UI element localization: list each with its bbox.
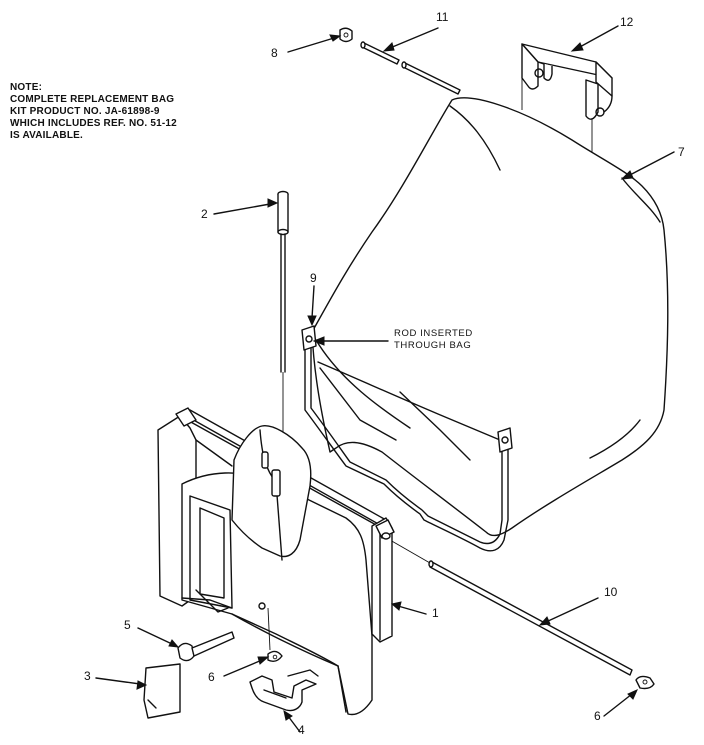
ref-label-1: 1 bbox=[432, 606, 439, 620]
hanger-bracket-part-12 bbox=[521, 43, 613, 160]
bolt-part-5 bbox=[177, 631, 235, 662]
ref-label-2: 2 bbox=[201, 207, 208, 221]
chute-adapter-part-1 bbox=[157, 407, 395, 716]
nut-part-6 bbox=[267, 650, 283, 663]
rod-inserted-callout: ROD INSERTED THROUGH BAG bbox=[394, 328, 473, 352]
note-line: COMPLETE REPLACEMENT BAG bbox=[10, 94, 175, 105]
ref-label-5: 5 bbox=[124, 618, 131, 632]
grass-bag-part-7 bbox=[301, 97, 669, 552]
ref-label-3: 3 bbox=[84, 669, 91, 683]
rod-part-10 bbox=[389, 539, 633, 676]
clamp-part-4 bbox=[249, 669, 319, 712]
note-line: WHICH INCLUDES REF. NO. 51-12 bbox=[10, 118, 177, 129]
note-heading: NOTE: bbox=[10, 82, 43, 93]
note-line: KIT PRODUCT NO. JA-61898-9 bbox=[10, 106, 160, 117]
note-line: IS AVAILABLE. bbox=[10, 130, 83, 141]
ref-label-7: 7 bbox=[678, 145, 685, 159]
ref-label-11: 11 bbox=[436, 10, 449, 24]
ref-label-10: 10 bbox=[604, 585, 618, 599]
ref-label-9: 9 bbox=[310, 271, 317, 285]
decal-part-3 bbox=[143, 663, 181, 719]
ref-label-12: 12 bbox=[620, 15, 634, 29]
ref-label-4: 4 bbox=[298, 723, 305, 737]
replacement-kit-note: NOTE: COMPLETE REPLACEMENT BAG KIT PRODU… bbox=[10, 82, 177, 142]
callout-line: ROD INSERTED bbox=[394, 328, 473, 339]
callout-line: THROUGH BAG bbox=[394, 340, 472, 351]
leader-arrows bbox=[95, 25, 675, 733]
rod-part-2 bbox=[277, 190, 289, 432]
ref-label-8: 8 bbox=[271, 46, 278, 60]
cap-part-8 bbox=[339, 27, 353, 43]
ref-label-6: 6 bbox=[208, 670, 215, 684]
rod-pieces-part-11 bbox=[360, 41, 461, 95]
ref-label-6: 6 bbox=[594, 709, 601, 723]
rod-cap-part-6 bbox=[635, 675, 655, 690]
